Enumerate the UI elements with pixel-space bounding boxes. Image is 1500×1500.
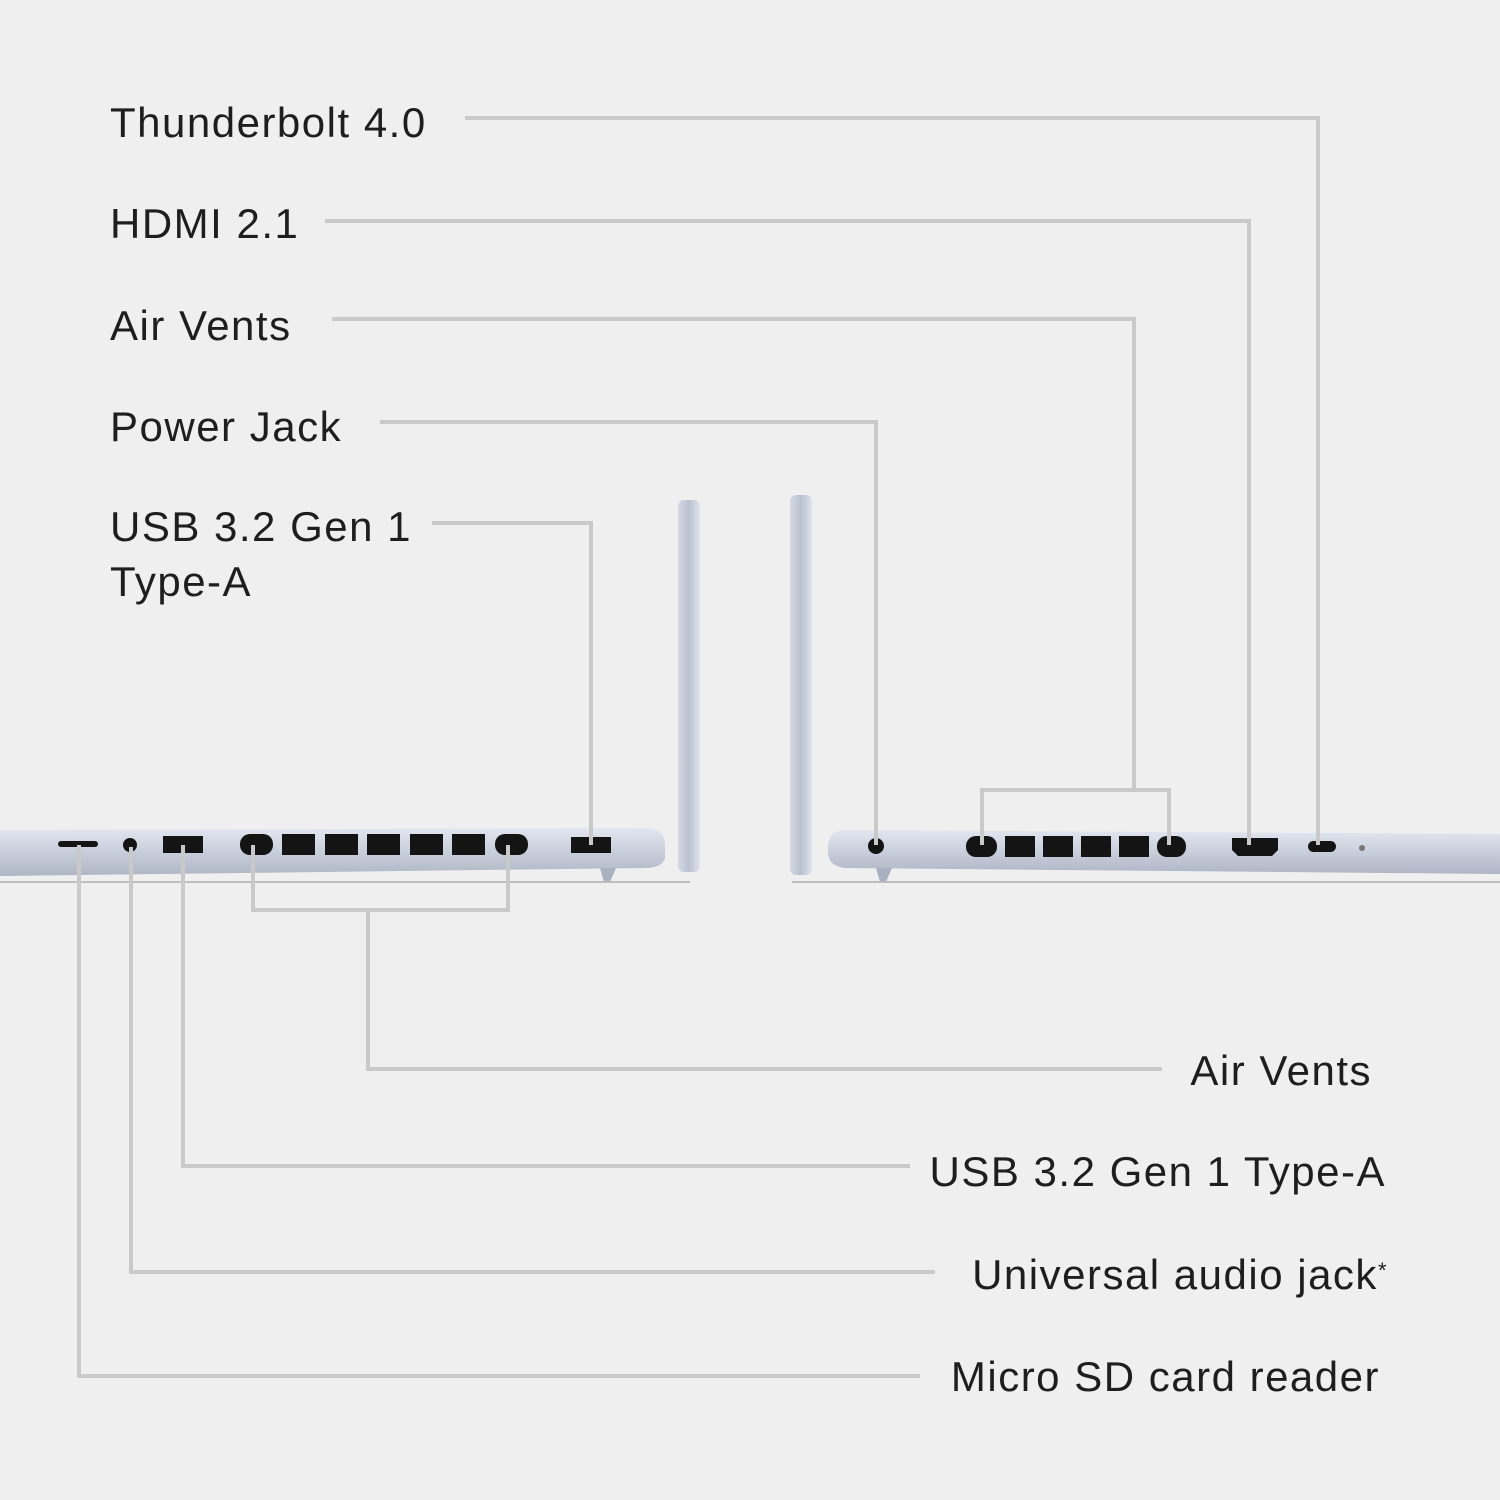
hdmi-port xyxy=(1232,838,1278,856)
label-micro-sd: Micro SD card reader xyxy=(950,1353,1380,1400)
label-power-jack: Power Jack xyxy=(110,403,343,450)
audio-jack-port xyxy=(123,838,137,852)
laptop-left-side xyxy=(0,500,700,883)
power-jack-port xyxy=(868,838,884,854)
label-usb-a-right-line2: Type-A xyxy=(110,558,253,605)
label-hdmi: HDMI 2.1 xyxy=(110,200,300,247)
usb-a-port-left xyxy=(163,836,203,853)
micro-sd-slot xyxy=(58,841,98,847)
footnote-mark: * xyxy=(1377,1258,1388,1283)
label-thunderbolt: Thunderbolt 4.0 xyxy=(110,99,427,146)
left-laptop-lid xyxy=(678,500,700,872)
label-audio-jack-text: Universal audio jack xyxy=(972,1251,1378,1298)
right-laptop-lid xyxy=(790,495,812,875)
air-vents-right xyxy=(966,836,1186,857)
leader-lines xyxy=(77,116,1320,1378)
air-vents-left xyxy=(240,834,528,855)
label-air-vents-bottom: Air Vents xyxy=(1190,1047,1372,1094)
label-usb-a-right-line1: USB 3.2 Gen 1 xyxy=(110,503,412,550)
label-audio-jack: Universal audio jack* xyxy=(972,1248,1388,1302)
label-usb-a-left: USB 3.2 Gen 1 Type-A xyxy=(929,1148,1386,1195)
thunderbolt-port xyxy=(1308,841,1336,852)
label-air-vents-top: Air Vents xyxy=(110,302,292,349)
laptop-right-side xyxy=(790,495,1500,883)
